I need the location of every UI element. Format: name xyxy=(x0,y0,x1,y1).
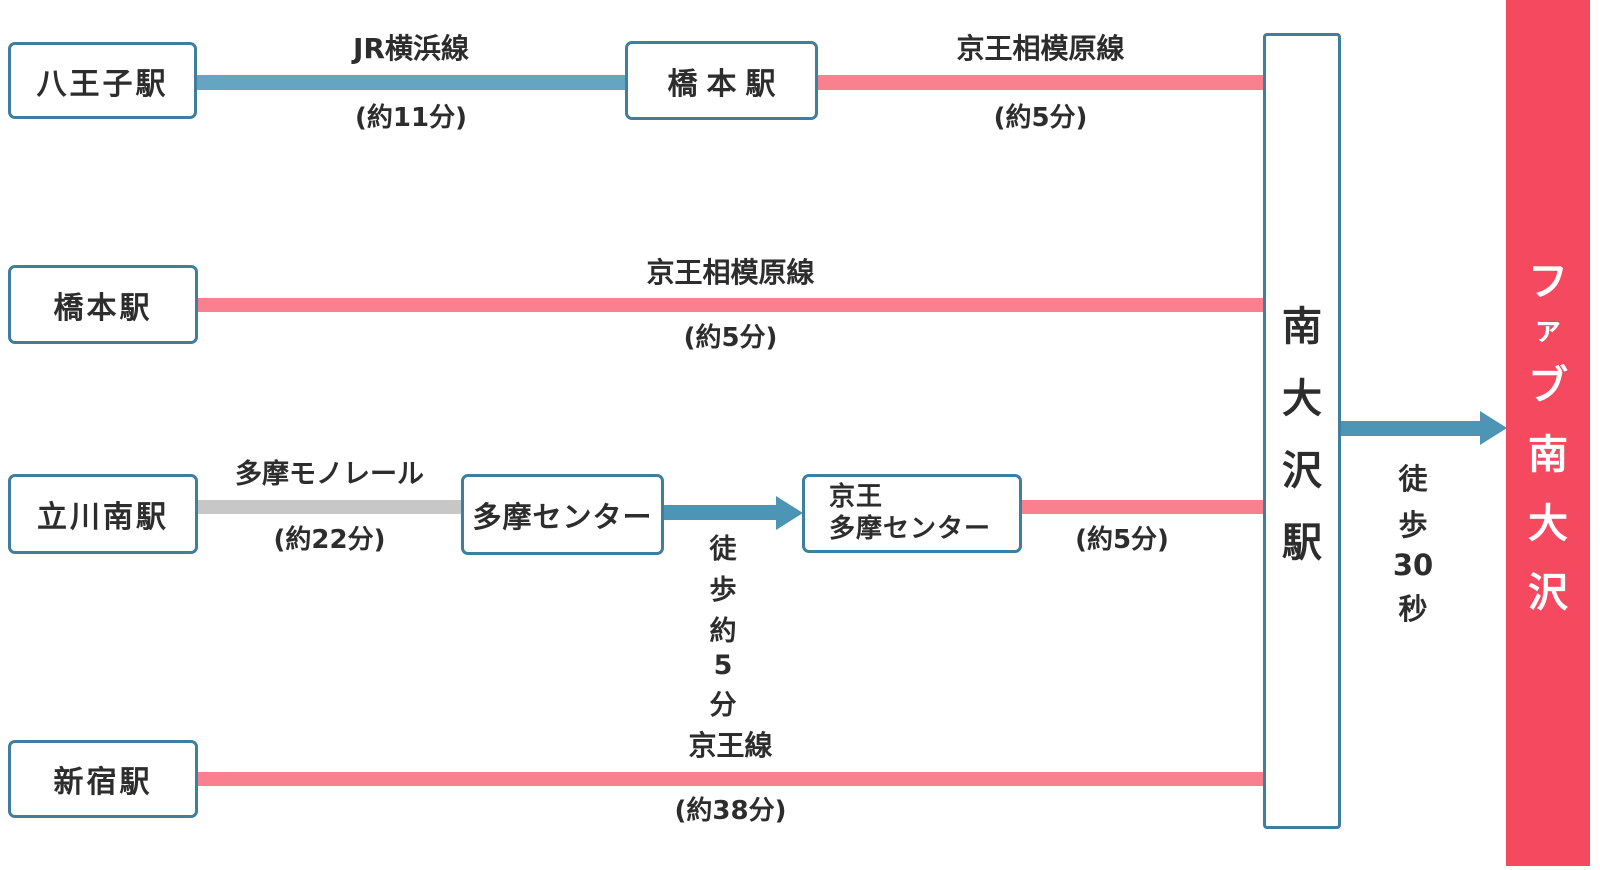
line-label-tama-monorail: 多摩モノレール xyxy=(235,459,424,490)
destination-char: ブ xyxy=(1528,362,1568,409)
walk-label-5min: 徒 歩 約 5 分 xyxy=(700,527,746,722)
line-label-jr-yokohama: JR横浜線 xyxy=(353,32,469,65)
walk-char: 歩 xyxy=(1398,508,1428,542)
line-label-keio-sagamihara-row1: 京王相模原線 xyxy=(956,32,1125,65)
time-label-keio-sagamihara-row3: (約5分) xyxy=(1075,525,1169,555)
line-label-keio: 京王線 xyxy=(688,729,773,762)
line-tama-monorail xyxy=(198,500,461,514)
walk-char: 徒 xyxy=(709,534,737,565)
station-box-tama-center: 多摩センター xyxy=(461,474,664,555)
walk-arrow-head-icon xyxy=(776,496,803,530)
station-name-line2: 多摩センター xyxy=(829,513,992,544)
time-label-tama-monorail: (約22分) xyxy=(273,525,386,555)
station-box-keio-tama-center: 京王 多摩センター xyxy=(802,474,1022,553)
line-keio-sagamihara-row1 xyxy=(818,75,1263,90)
walk-arrow-shaft xyxy=(664,505,776,520)
station-box-minami-osawa: 南 大 沢 駅 xyxy=(1263,33,1341,829)
time-label-keio-sagamihara-row1: (約5分) xyxy=(993,103,1088,133)
hub-char: 沢 xyxy=(1282,448,1322,494)
walk-char: 分 xyxy=(709,690,737,721)
walk-char: 徒 xyxy=(1398,462,1428,496)
final-walk-arrow-shaft xyxy=(1341,421,1480,436)
walk-char: 秒 xyxy=(1398,592,1428,626)
time-label-jr-yokohama: (約11分) xyxy=(355,103,467,133)
destination-char: 沢 xyxy=(1528,569,1568,616)
destination-char: フ xyxy=(1528,258,1568,305)
time-label-keio-sagamihara-row2: (約5分) xyxy=(683,323,778,353)
line-keio-sagamihara-row2 xyxy=(198,298,1263,312)
line-label-keio-sagamihara-row2: 京王相模原線 xyxy=(646,256,815,289)
final-walk-label: 徒 歩 30 秒 xyxy=(1388,456,1438,628)
line-jr-yokohama xyxy=(197,75,625,90)
final-walk-arrow-head-icon xyxy=(1480,411,1507,445)
hub-char: 大 xyxy=(1282,376,1322,422)
walk-char: 5 xyxy=(713,650,733,681)
destination-char: ァ xyxy=(1533,311,1563,347)
station-box-hachioji: 八王子駅 xyxy=(8,42,197,119)
station-box-shinjuku: 新宿駅 xyxy=(8,740,198,818)
destination-banner-fab-minami-osawa: フ ァ ブ 南 大 沢 xyxy=(1506,0,1590,866)
time-label-keio: (約38分) xyxy=(674,796,787,826)
station-name-line1: 京王 xyxy=(829,482,884,513)
walk-char: 歩 xyxy=(709,575,737,606)
station-box-tachikawa-minami: 立川南駅 xyxy=(8,474,198,554)
hub-char: 南 xyxy=(1282,304,1322,350)
hub-char: 駅 xyxy=(1282,520,1322,566)
station-box-hashimoto: 橋本駅 xyxy=(8,265,198,344)
walk-char: 約 xyxy=(709,616,737,647)
walk-char: 30 xyxy=(1392,548,1434,582)
line-keio-sagamihara-row3 xyxy=(1022,500,1263,514)
destination-char: 南 xyxy=(1528,431,1568,478)
station-box-hashimoto-via: 橋本駅 xyxy=(625,41,818,120)
line-keio xyxy=(198,772,1263,786)
destination-char: 大 xyxy=(1528,500,1568,547)
